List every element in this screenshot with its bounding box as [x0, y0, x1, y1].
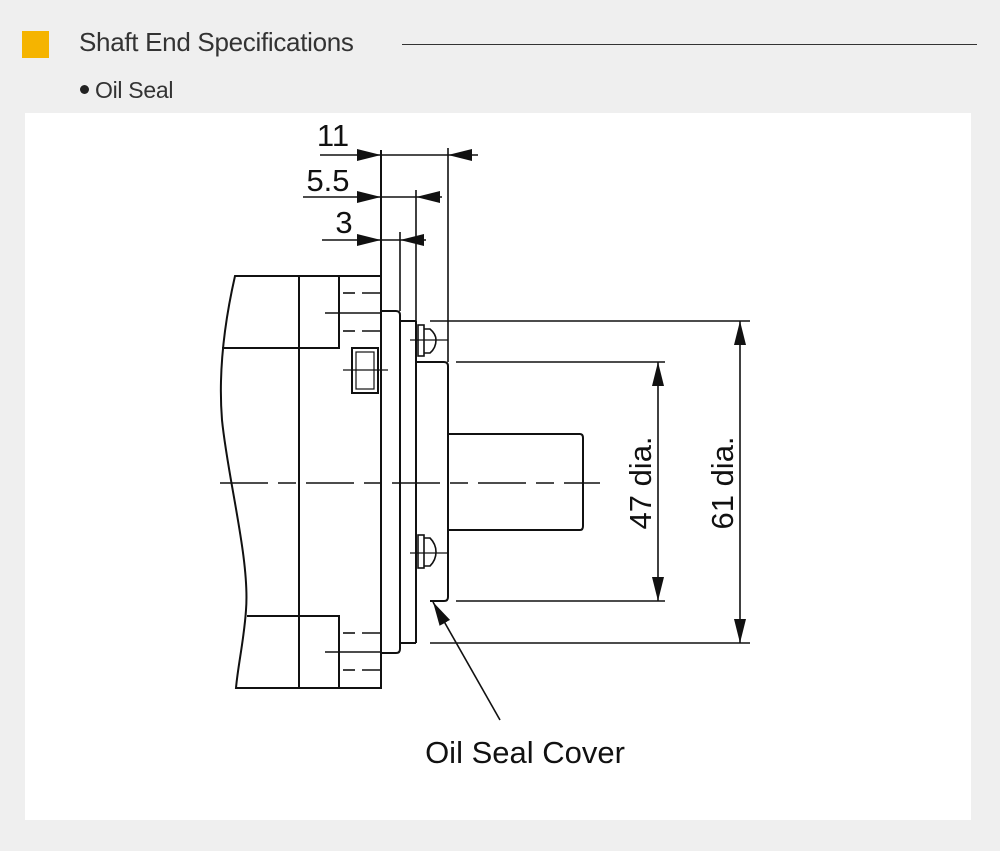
oil-seal-cover — [416, 361, 449, 602]
subsection-label: Oil Seal — [80, 77, 173, 104]
bullet-icon — [80, 85, 89, 95]
title-divider — [402, 44, 977, 45]
dim-3-label: 3 — [335, 205, 352, 240]
dim-61-label: 61 dia. — [705, 436, 740, 529]
shaft — [448, 433, 584, 531]
page-title: Shaft End Specifications — [79, 27, 354, 57]
dim-5-5-label: 5.5 — [306, 163, 349, 198]
dim-47-label: 47 dia. — [623, 436, 658, 529]
flange — [381, 310, 401, 654]
section-marker — [22, 31, 49, 58]
subsection-text: Oil Seal — [95, 77, 174, 103]
bolt-bottom — [410, 534, 448, 569]
callout-label: Oil Seal Cover — [425, 735, 625, 770]
drawing-panel — [25, 113, 971, 820]
bolt-top — [410, 324, 448, 357]
plate — [400, 320, 417, 644]
motor-body-outline — [219, 275, 382, 689]
callout-leader — [432, 601, 501, 721]
dim-11-label: 11 — [317, 118, 349, 153]
